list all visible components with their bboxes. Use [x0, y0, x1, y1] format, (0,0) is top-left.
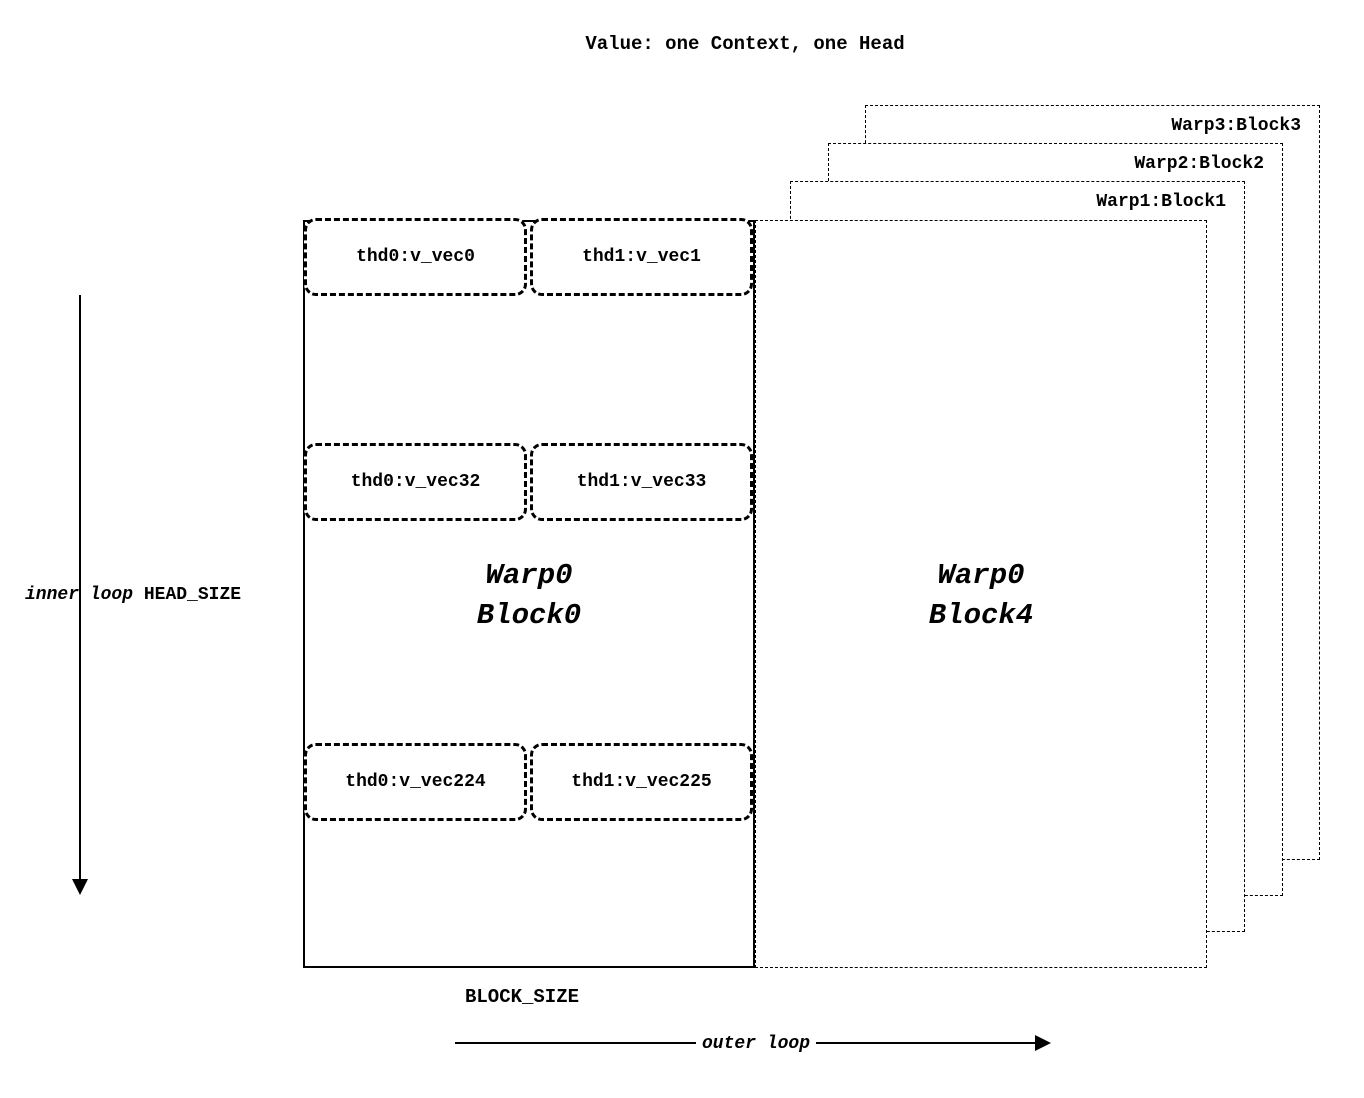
block-warp0-block4-title: Warp0 Block4 [929, 556, 1033, 636]
thd-cell-v_vec1: thd1:v_vec1 [530, 218, 753, 296]
block-warp0-block4 [755, 220, 1207, 968]
thd-cell-v_vec224: thd0:v_vec224 [304, 743, 527, 821]
inner-loop-label: inner loop HEAD_SIZE [25, 585, 241, 605]
block-warp3-label: Warp3:Block3 [1171, 116, 1301, 136]
block-warp2-label: Warp2:Block2 [1134, 154, 1264, 174]
inner-loop-arrow-head-icon [72, 879, 88, 895]
thd-cell-v_vec225: thd1:v_vec225 [530, 743, 753, 821]
inner-loop-text: inner loop [25, 585, 134, 605]
main-block-line2: Block0 [476, 599, 582, 632]
block-warp0-block0-title: Warp0 Block0 [477, 556, 581, 636]
thd-cell-v_vec32: thd0:v_vec32 [304, 443, 527, 521]
head-size-text: HEAD_SIZE [143, 585, 242, 605]
thd-cell-v_vec33: thd1:v_vec33 [530, 443, 753, 521]
thd-cell-v_vec0: thd0:v_vec0 [304, 218, 527, 296]
outer-loop-arrow-head-icon [1035, 1035, 1051, 1051]
block-warp1-label: Warp1:Block1 [1096, 192, 1226, 212]
front-block-line1: Warp0 [937, 559, 1025, 592]
main-block-line1: Warp0 [485, 559, 573, 592]
front-block-line2: Block4 [928, 599, 1034, 632]
diagram-title: Value: one Context, one Head [585, 33, 905, 55]
outer-loop-label: outer loop [695, 1034, 817, 1054]
block-warp0-block0 [303, 220, 755, 968]
block-size-label: BLOCK_SIZE [464, 986, 580, 1008]
inner-loop-arrow-line [79, 295, 81, 881]
